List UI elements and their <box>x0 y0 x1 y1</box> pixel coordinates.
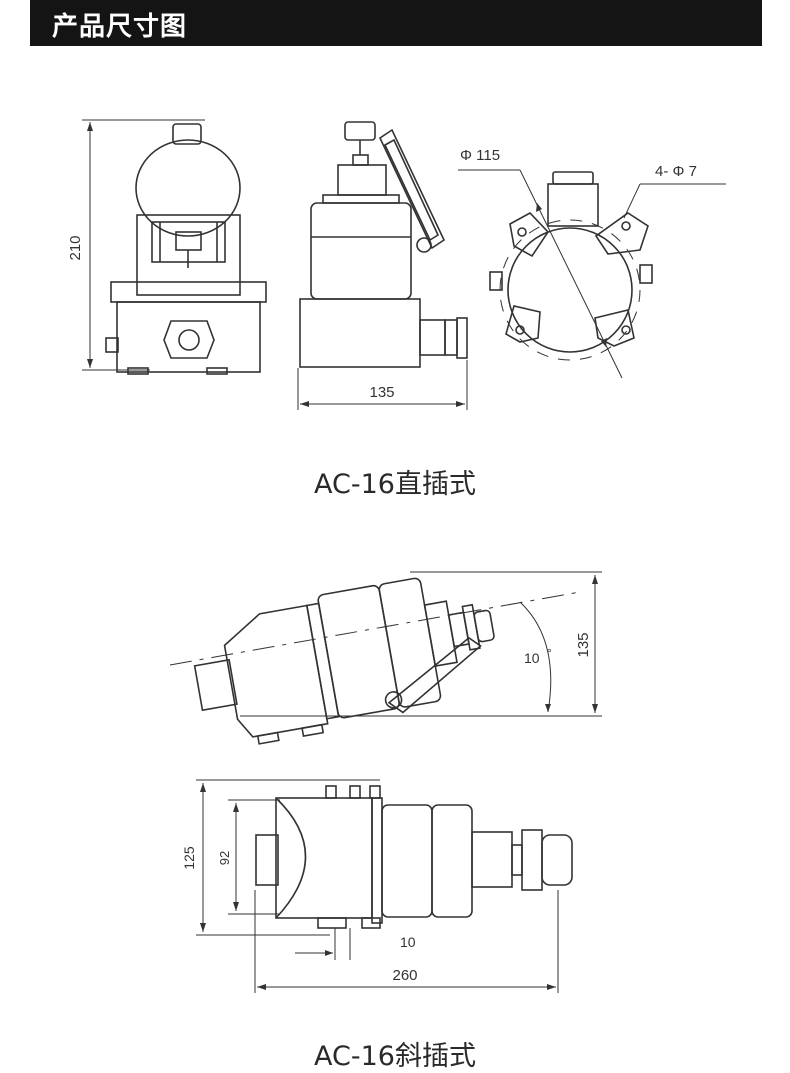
dim-front-height-label: 125 <box>181 846 197 870</box>
dim-holes-label: 4- Φ 7 <box>655 163 697 180</box>
front-view <box>82 119 267 375</box>
dim-width-label: 135 <box>369 384 394 401</box>
long-front-view <box>196 779 573 993</box>
caption-angled: AC-16斜插式 <box>314 1041 476 1072</box>
page-title: 产品尺寸图 <box>52 12 188 42</box>
header-bar: 产品尺寸图 <box>30 0 762 46</box>
dim-inner-height-label: 92 <box>217 851 232 865</box>
dim-diameter-label: Φ 115 <box>460 147 500 164</box>
angled-side-view <box>169 571 602 745</box>
dim-angle-label: 10 <box>524 650 540 666</box>
side-view <box>297 121 468 410</box>
dim-length-label: 260 <box>392 967 417 984</box>
dim-angle-unit: ° <box>547 646 552 660</box>
dim-foot-label: 10 <box>400 934 416 950</box>
dim-height-label: 210 <box>67 235 84 260</box>
caption-straight: AC-16直插式 <box>314 469 476 500</box>
dim-side-height-label: 135 <box>575 632 592 657</box>
top-view <box>458 169 726 379</box>
